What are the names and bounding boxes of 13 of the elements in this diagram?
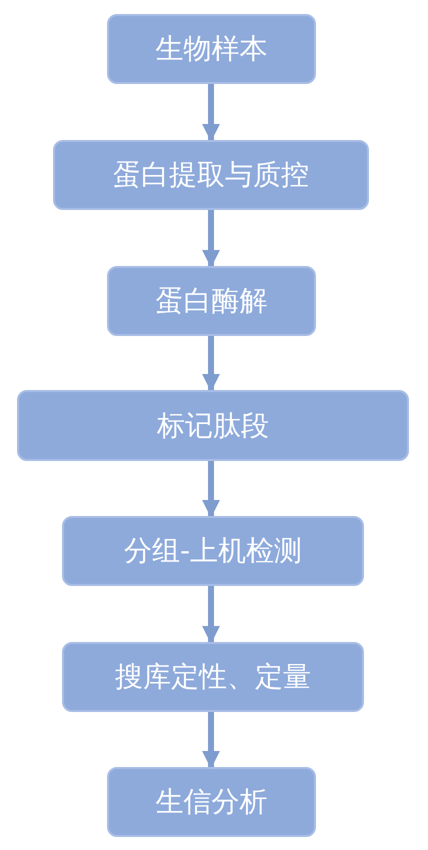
process-box: 蛋白酶解 xyxy=(107,266,316,336)
process-box: 分组-上机检测 xyxy=(62,516,364,586)
arrow xyxy=(202,712,220,769)
arrow xyxy=(202,586,220,644)
process-box: 蛋白提取与质控 xyxy=(53,140,369,210)
process-box: 标记肽段 xyxy=(17,390,409,461)
process-box: 生物样本 xyxy=(107,14,316,84)
arrow xyxy=(202,461,220,518)
process-box: 生信分析 xyxy=(107,767,316,837)
process-box: 搜库定性、定量 xyxy=(62,642,364,712)
arrow xyxy=(202,84,220,142)
arrow xyxy=(202,210,220,268)
arrow xyxy=(202,336,220,392)
